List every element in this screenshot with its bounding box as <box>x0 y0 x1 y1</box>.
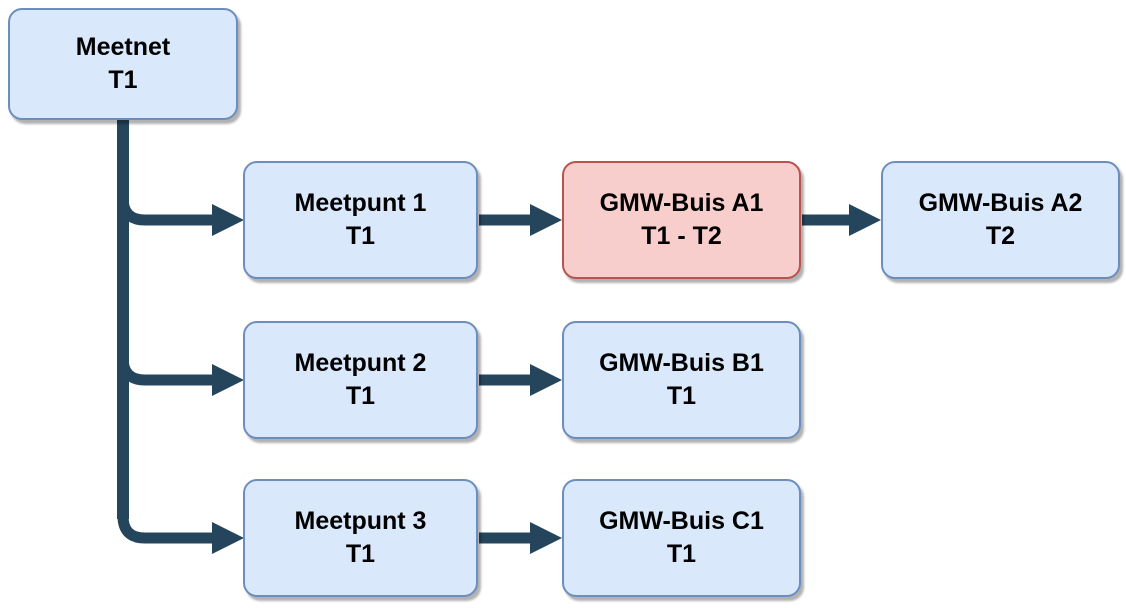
edge-meetpunt3-gmw-c1 <box>479 522 562 554</box>
node-label: GMW-Buis A2 <box>918 189 1083 217</box>
node-sublabel: T1 <box>345 382 376 410</box>
node-sublabel: T1 <box>345 540 376 568</box>
node-label: GMW-Buis B1 <box>599 349 764 377</box>
node-meetnet: Meetnet T1 <box>8 8 238 120</box>
node-meetpunt-2: Meetpunt 2 T1 <box>243 321 478 439</box>
node-label: Meetpunt 1 <box>294 189 427 217</box>
node-label: GMW-Buis C1 <box>599 507 764 535</box>
arrowhead-icon <box>530 522 562 554</box>
node-meetpunt-1: Meetpunt 1 T1 <box>243 161 478 279</box>
node-sublabel: T1 <box>666 382 697 410</box>
arrowhead-icon <box>530 204 562 236</box>
node-gmw-buis-a1-highlighted: GMW-Buis A1 T1 - T2 <box>562 161 801 279</box>
arrowhead-icon <box>212 204 244 236</box>
edge-meetpunt2-gmw-b1 <box>479 364 562 396</box>
arrowhead-icon <box>212 364 244 396</box>
node-sublabel: T1 <box>108 66 138 94</box>
edge-meetnet-meetpunt2 <box>117 357 244 396</box>
node-label: Meetnet <box>75 33 171 61</box>
edge-meetnet-meetpunt1 <box>117 197 244 236</box>
node-gmw-buis-b1: GMW-Buis B1 T1 <box>562 321 801 439</box>
edge-gmw-a1-gmw-a2 <box>802 204 881 236</box>
node-sublabel: T1 - T2 <box>641 222 722 250</box>
node-label: Meetpunt 3 <box>294 507 427 535</box>
node-sublabel: T1 <box>666 540 697 568</box>
node-label: Meetpunt 2 <box>294 349 427 377</box>
arrowhead-icon <box>530 364 562 396</box>
node-gmw-buis-c1: GMW-Buis C1 T1 <box>562 479 801 597</box>
node-label: GMW-Buis A1 <box>599 189 764 217</box>
node-meetpunt-3: Meetpunt 3 T1 <box>243 479 478 597</box>
node-sublabel: T1 <box>345 222 376 250</box>
edge-meetpunt1-gmw-a1 <box>479 204 562 236</box>
edge-meetnet-meetpunt3 <box>117 515 244 554</box>
node-gmw-buis-a2: GMW-Buis A2 T2 <box>881 161 1120 279</box>
node-sublabel: T2 <box>985 222 1016 250</box>
arrowhead-icon <box>849 204 881 236</box>
arrowhead-icon <box>212 522 244 554</box>
